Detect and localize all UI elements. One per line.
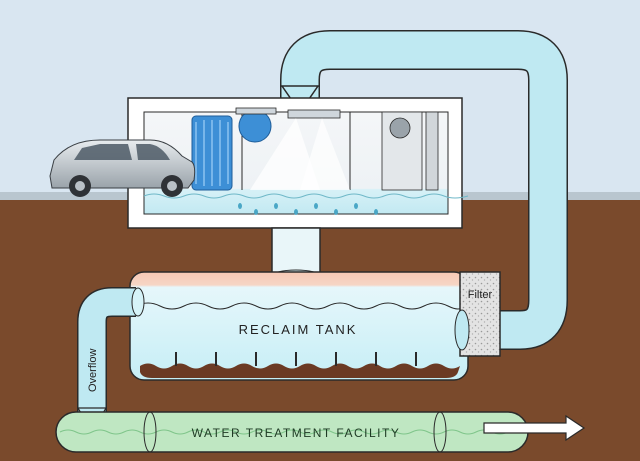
return-pipe [281,31,567,349]
treatment-pipe-joints [143,411,447,453]
treatment-water-flow [59,429,521,435]
tank-baffles [175,352,417,366]
floor-drips [238,203,378,215]
drain-pipe [271,227,321,277]
tank-water-surface [135,302,465,310]
dryer-blower-icon [381,111,439,191]
overflow-pipe [78,288,136,412]
water-treatment-label: WATER TREATMENT FACILITY [192,426,401,440]
spray-nozzles [250,109,350,190]
filter-label: Filter [468,289,493,301]
side-brush-bristles [195,120,229,186]
top-brush-icon [238,109,272,143]
bay-floor-water [143,193,469,199]
reclaim-tank-label: RECLAIM TANK [239,322,358,337]
overflow-pipe-inlet [131,287,145,317]
outflow-arrow-icon [483,414,586,442]
overflow-label: Overflow [87,349,99,392]
top-brush-mount [235,107,277,115]
car-icon [49,139,196,197]
tank-sludge [140,363,460,378]
filter-outlet [454,309,470,351]
